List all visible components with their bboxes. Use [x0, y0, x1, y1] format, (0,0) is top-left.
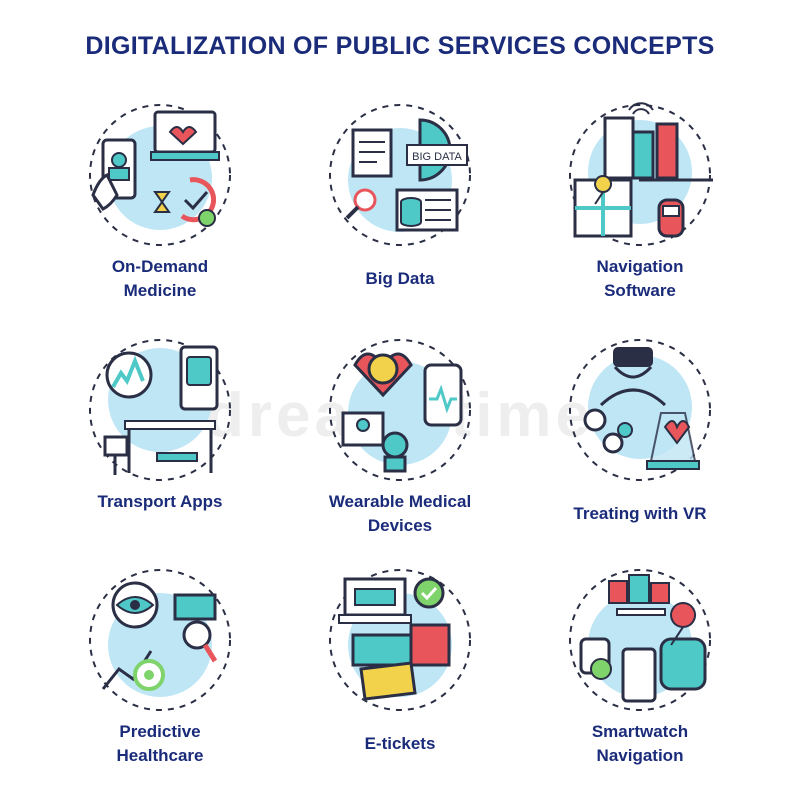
concept-transport-apps: Transport Apps — [40, 327, 280, 557]
concept-on-demand-medicine: On-Demand Medicine — [40, 92, 280, 322]
label-line: Wearable Medical — [328, 492, 472, 511]
concept-grid: On-Demand Medicine BIG DATA Big Data — [40, 92, 760, 782]
big-data-badge-text: BIG DATA — [412, 151, 462, 163]
vr-headset-heart-hologram-icon — [569, 339, 711, 481]
label-line: Predictive — [119, 722, 201, 741]
label-line: Navigation — [596, 746, 684, 765]
concept-label: Predictive Healthcare — [40, 720, 280, 768]
concept-smartwatch-navigation: Smartwatch Navigation — [520, 557, 760, 787]
label-line: On-Demand — [111, 257, 209, 276]
label-line: Software — [604, 281, 676, 300]
label-line: Smartwatch — [591, 722, 689, 741]
page-title: DIGITALIZATION OF PUBLIC SERVICES CONCEP… — [85, 32, 715, 60]
phone-doctor-heart-hourglass-icon — [89, 104, 231, 246]
city-map-car-icon — [569, 102, 713, 246]
label-line: Navigation — [596, 257, 684, 276]
concept-label: Smartwatch Navigation — [520, 720, 760, 768]
concept-big-data: BIG DATA Big Data — [280, 92, 520, 322]
concept-treating-with-vr: Treating with VR — [520, 327, 760, 557]
concept-label: E-tickets — [280, 732, 520, 756]
concept-label: Transport Apps — [40, 490, 280, 514]
concept-label: Big Data — [280, 267, 520, 291]
label-line: Healthcare — [116, 746, 204, 765]
label-line: Devices — [367, 516, 433, 535]
laptop-ticket-checkmark-icon — [329, 569, 471, 711]
label-line: Medicine — [123, 281, 197, 300]
concept-label: On-Demand Medicine — [40, 255, 280, 303]
bus-stop-app-icon — [89, 339, 231, 481]
concept-predictive-healthcare: Predictive Healthcare — [40, 557, 280, 787]
concept-label: Wearable Medical Devices — [280, 490, 520, 538]
label-line: Treating with VR — [573, 504, 707, 523]
concept-label: Navigation Software — [520, 255, 760, 303]
concept-wearable-medical-devices: Wearable Medical Devices — [280, 327, 520, 557]
concept-navigation-software: Navigation Software — [520, 92, 760, 322]
concept-label: Treating with VR — [520, 502, 760, 526]
big-data-database-icon: BIG DATA — [329, 104, 471, 246]
label-line: E-tickets — [364, 734, 436, 753]
watch-phone-map-pin-icon — [569, 569, 711, 711]
smartwatch-heart-monitor-icon — [329, 339, 471, 481]
label-line: Transport Apps — [97, 492, 223, 511]
eye-gear-chart-magnifier-icon — [89, 569, 231, 711]
label-line: Big Data — [365, 269, 435, 288]
concept-e-tickets: E-tickets — [280, 557, 520, 787]
